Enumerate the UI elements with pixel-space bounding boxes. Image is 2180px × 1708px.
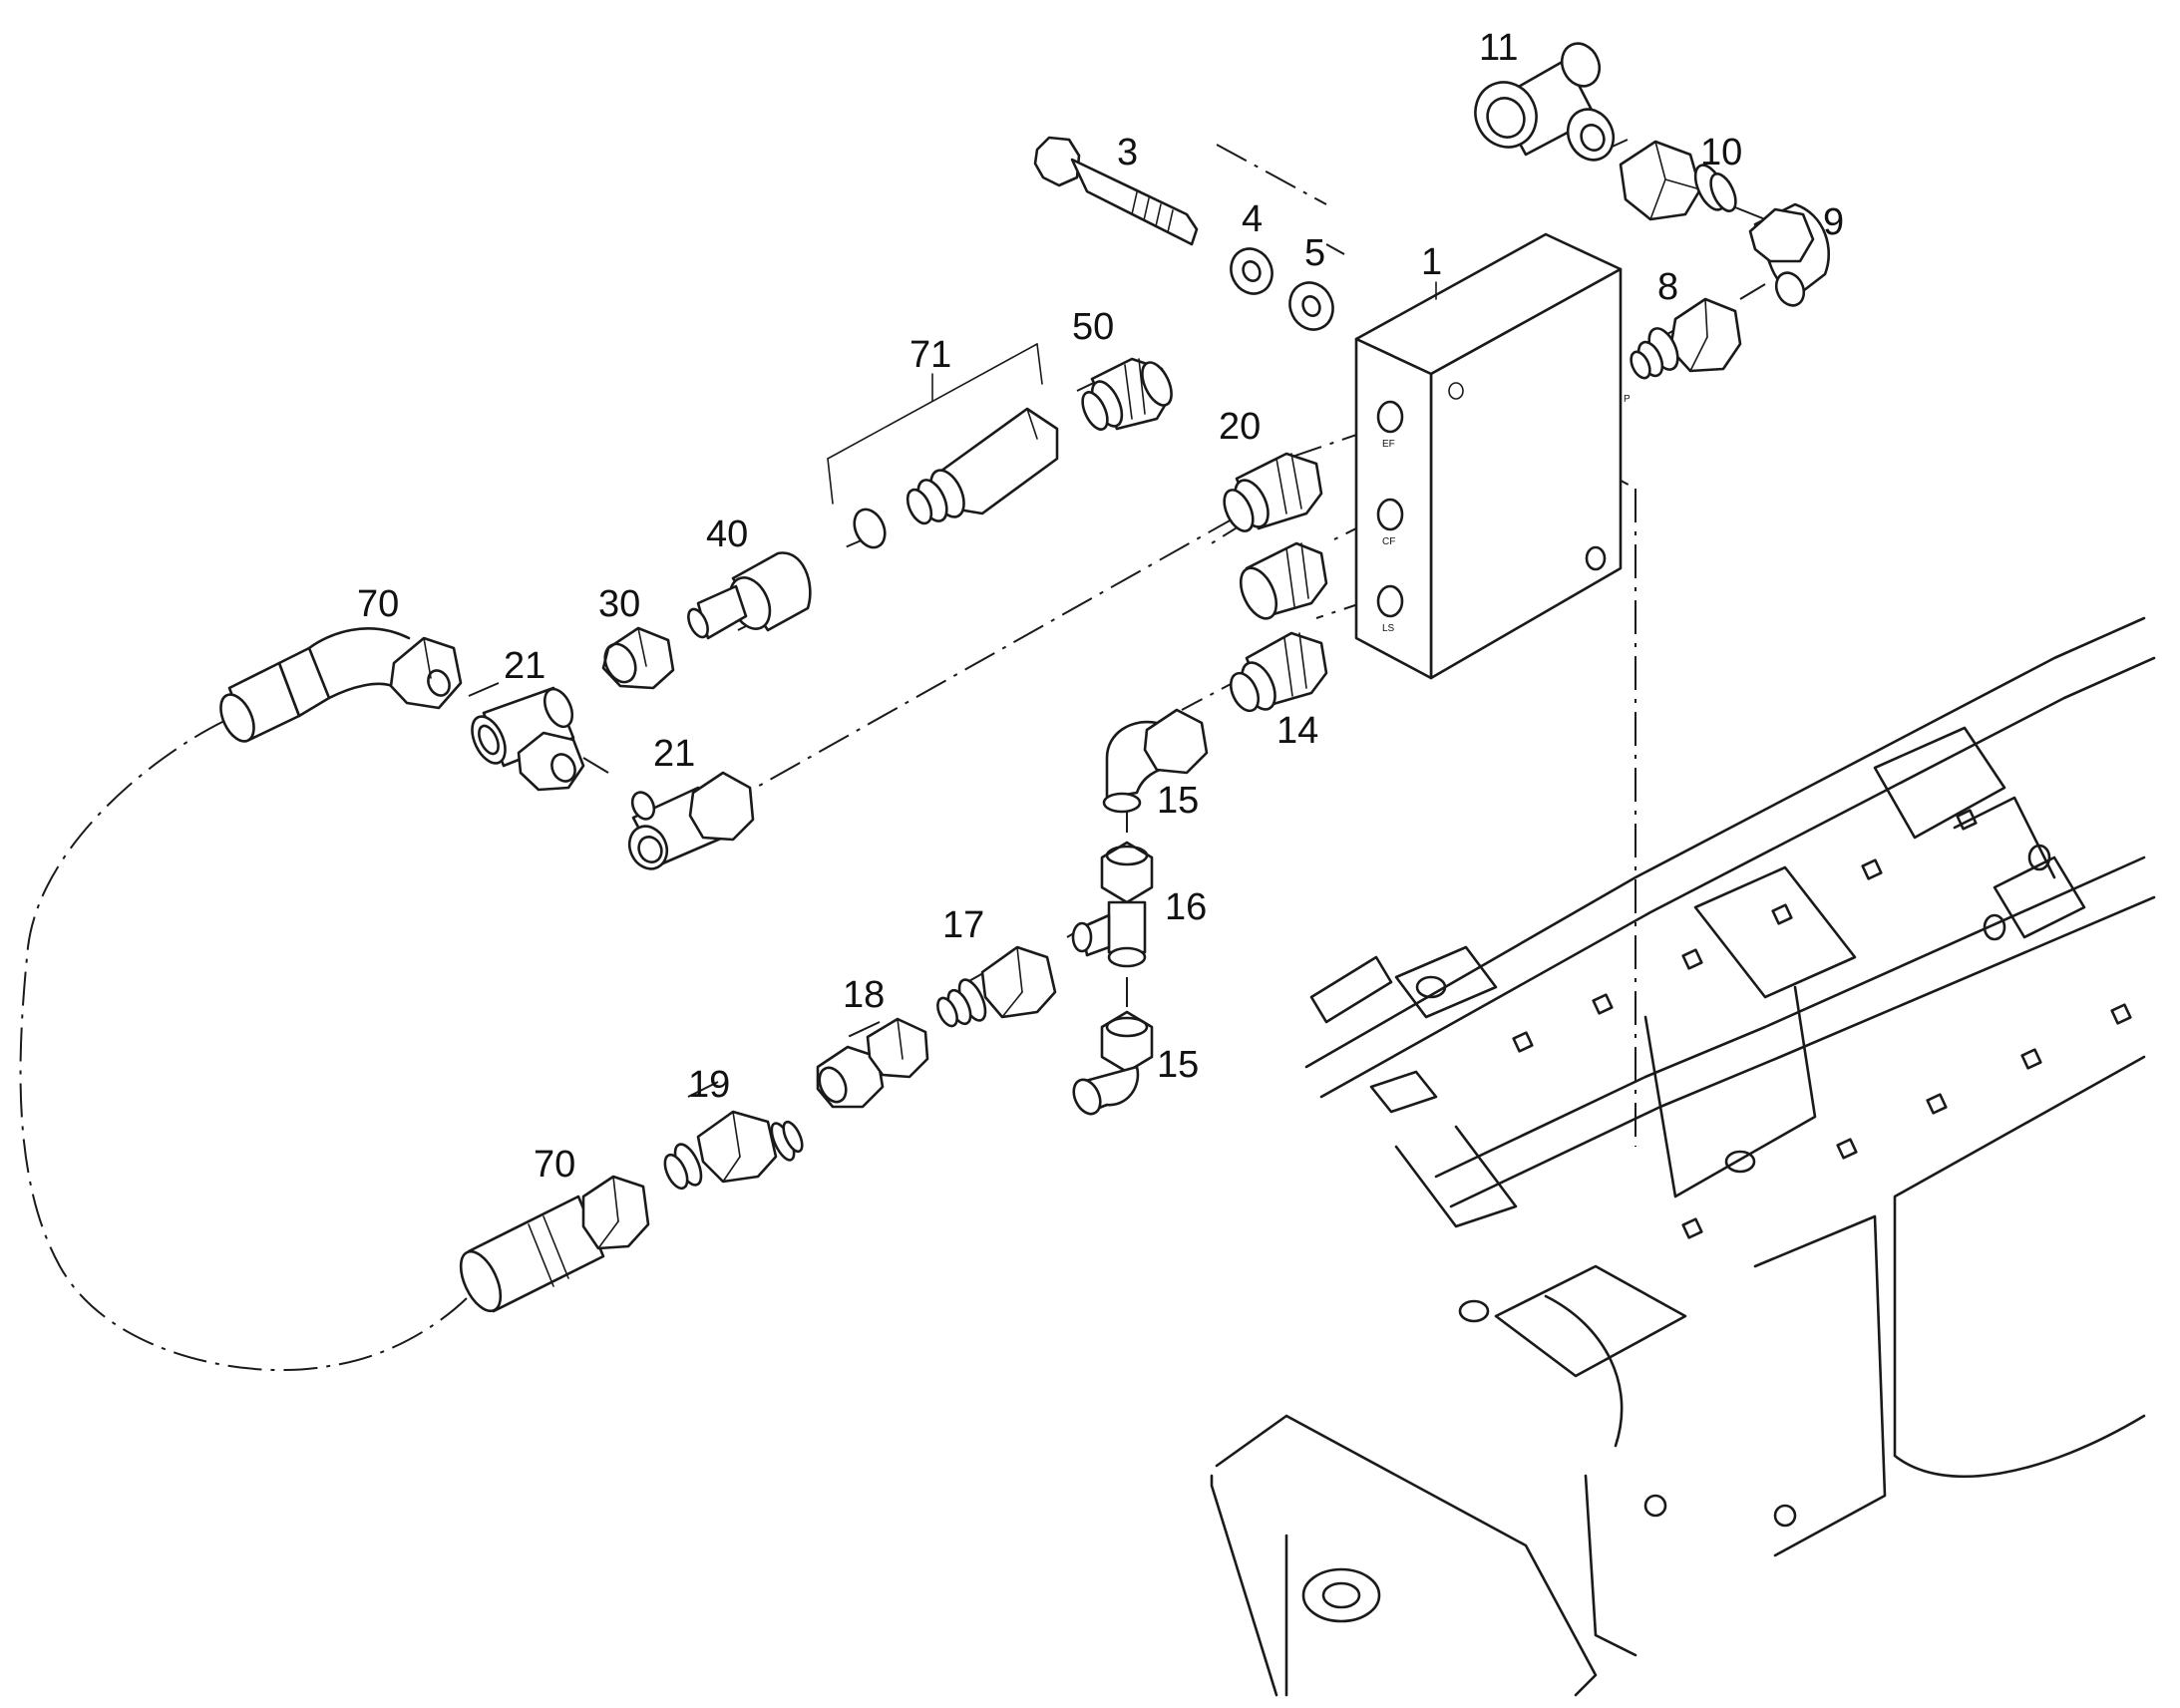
callout-4: 4: [1242, 198, 1263, 240]
callouts: 1 3 4 5 8 9 10 11 14 15 15 16 17 18 19 2…: [357, 27, 1844, 1186]
machine-frame: [1210, 616, 2156, 1697]
nut-30: [601, 626, 675, 690]
callout-19: 19: [688, 1064, 730, 1106]
callout-21-lower: 21: [653, 733, 695, 775]
callout-40: 40: [706, 513, 748, 555]
callout-11: 11: [1479, 27, 1518, 69]
elbow-fitting-15-upper: [1102, 708, 1209, 814]
port-label-ef: EF: [1382, 439, 1395, 450]
tee-fitting-21-lower: [627, 771, 755, 870]
callout-3: 3: [1117, 132, 1138, 173]
callout-20: 20: [1219, 406, 1261, 448]
sleeve-40: [687, 551, 812, 640]
callout-50: 50: [1072, 306, 1114, 348]
adapter-8: [1630, 297, 1742, 380]
callout-8: 8: [1657, 266, 1678, 308]
tee-fitting-11: [1474, 42, 1616, 162]
callout-18: 18: [843, 974, 885, 1016]
washer-4: [1230, 247, 1273, 295]
manifold-block: EF CF LS P: [1354, 232, 1631, 680]
hose-end-70-lower: [459, 1175, 650, 1313]
callout-9: 9: [1823, 201, 1844, 243]
union-18: [816, 1017, 929, 1109]
elbow-fitting-15-lower: [1072, 1010, 1154, 1116]
callout-5: 5: [1304, 232, 1325, 274]
callout-70-upper: 70: [357, 583, 399, 625]
callout-15-lower: 15: [1157, 1044, 1199, 1086]
callout-14: 14: [1276, 710, 1318, 752]
callout-15-upper: 15: [1157, 780, 1199, 822]
adapter-10: [1619, 140, 1737, 221]
elbow-fitting-9: [1748, 202, 1830, 307]
fitting-cf: [1239, 541, 1328, 620]
callout-16: 16: [1165, 886, 1207, 928]
port-label-p: P: [1624, 394, 1631, 405]
fitting-50: [1081, 357, 1173, 431]
callout-70-lower: 70: [534, 1144, 575, 1186]
fitting-14: [1229, 631, 1328, 713]
callout-21-upper: 21: [504, 645, 545, 687]
callout-10: 10: [1700, 132, 1742, 173]
callout-1: 1: [1421, 241, 1442, 283]
callout-71: 71: [909, 334, 951, 376]
port-label-ls: LS: [1382, 623, 1395, 634]
port-label-cf: CF: [1382, 536, 1395, 547]
washer-5: [1288, 281, 1334, 331]
callout-17: 17: [942, 904, 984, 946]
bolt: [1033, 136, 1199, 246]
fitting-20: [1223, 452, 1323, 532]
adapter-19: [663, 1110, 804, 1191]
adapter-17: [936, 945, 1057, 1028]
filter-assembly-71: [827, 343, 1059, 549]
hose-end-70-upper: [219, 627, 463, 743]
tee-fitting-16: [1071, 841, 1154, 968]
tee-fitting-21-upper: [471, 686, 585, 792]
callout-30: 30: [598, 583, 640, 625]
